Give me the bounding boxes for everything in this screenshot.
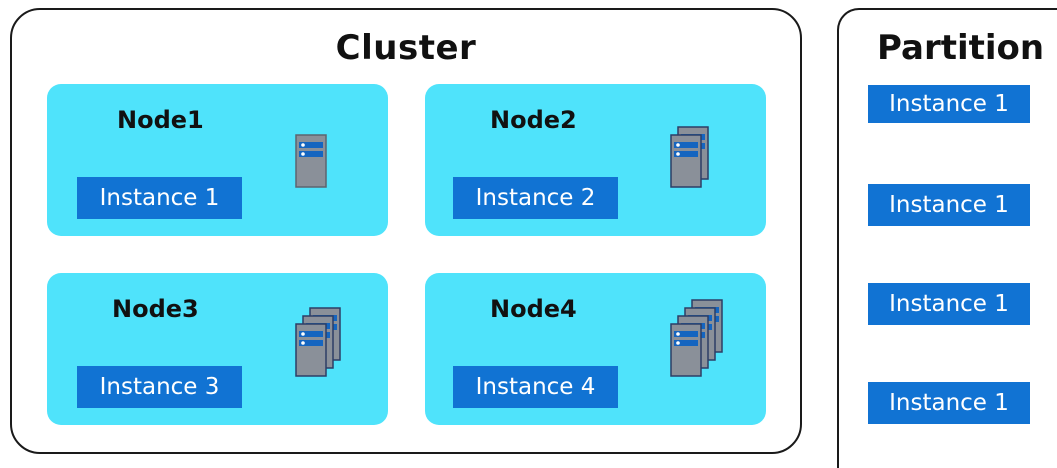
partition-instance-4: Instance 1 xyxy=(868,382,1030,424)
server-stack-icon xyxy=(670,299,723,377)
node-3: Node3 Instance 3 xyxy=(47,273,388,425)
node-1: Node1 Instance 1 xyxy=(47,84,388,236)
cluster-title: Cluster xyxy=(335,28,477,68)
server-stack-icon xyxy=(295,307,341,377)
server-icon xyxy=(295,134,327,188)
partition-instance-3: Instance 1 xyxy=(868,283,1030,325)
partition-title: Partition xyxy=(877,28,1045,68)
instance-box: Instance 1 xyxy=(77,177,242,219)
server-stack-icon xyxy=(670,126,709,188)
partition-instance-1: Instance 1 xyxy=(868,85,1030,123)
cluster-container: Cluster Node1 Instance 1 Node2 Instance … xyxy=(10,8,802,454)
node-title: Node2 xyxy=(490,106,577,134)
instance-box: Instance 2 xyxy=(453,177,618,219)
partition-instance-2: Instance 1 xyxy=(868,184,1030,226)
node-title: Node1 xyxy=(117,106,204,134)
instance-box: Instance 3 xyxy=(77,366,242,408)
instance-box: Instance 4 xyxy=(453,366,618,408)
node-title: Node3 xyxy=(112,295,199,323)
node-4: Node4 Instance 4 xyxy=(425,273,766,425)
node-title: Node4 xyxy=(490,295,577,323)
partition-container: Partition Instance 1 Instance 1 Instance… xyxy=(837,8,1057,468)
node-2: Node2 Instance 2 xyxy=(425,84,766,236)
